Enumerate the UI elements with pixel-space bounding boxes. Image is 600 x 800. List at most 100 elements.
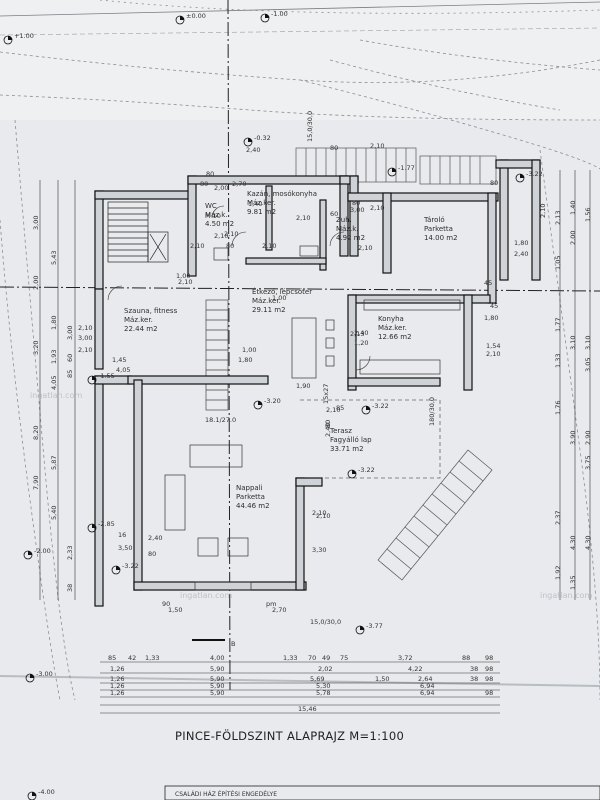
interior-dimension: 2,10 (326, 406, 340, 414)
right-dimension: 1,33 (554, 354, 562, 368)
left-dimension: 8,20 (32, 426, 40, 440)
level-marker-fill (265, 14, 269, 18)
stair-upper-label: 15,0/30,0 (306, 111, 314, 142)
interior-dimension: 2,40 (246, 146, 260, 154)
interior-dimension: 80 (324, 420, 332, 428)
room-name: Szauna, fitness (124, 307, 178, 315)
right-dimension: 2,37 (554, 511, 562, 525)
terrace-outline (300, 399, 441, 479)
room-floor: Máz.k. (205, 211, 228, 219)
stair-small-label: 18.1/27.0 (205, 416, 236, 424)
door-swings (107, 205, 371, 371)
bottom-dimension: 1,33 (145, 654, 159, 662)
room-floor: Parketta (424, 225, 453, 233)
right-dimension: 3,10 (569, 336, 577, 350)
bottom-dimension: 1,33 (283, 654, 297, 662)
interior-dimension: 2,10 (312, 509, 326, 517)
bottom-dimension: 1,26 (110, 665, 124, 673)
bottom-dimension: 5,69 (310, 675, 324, 683)
paper-upper-fold (0, 0, 600, 120)
level-markers (3, 13, 525, 800)
level-label: -3.22 (122, 562, 139, 570)
level-label: +1.00 (14, 32, 34, 40)
drawing-title: PINCE-FÖLDSZINT ALAPRAJZ M=1:100 (175, 727, 404, 743)
right-dimension: 1,92 (554, 566, 562, 580)
room-floor: Parketta (236, 493, 265, 501)
stair-diagonal (377, 449, 493, 581)
interior-dimension: 1,80 (514, 239, 528, 247)
bottom-dimension: 1,26 (110, 675, 124, 683)
contour-lines (0, 0, 600, 701)
interior-dimension: 3,50 (118, 544, 132, 552)
bottom-dimension: 38 (470, 665, 478, 673)
stair-lower-label: 15,0/30,0 (310, 618, 341, 626)
right-dimension: 1,35 (569, 576, 577, 590)
interior-dimension: 1,00 (272, 294, 286, 302)
room-name: Terasz (329, 427, 352, 435)
interior-dimension: 1,50 (168, 606, 182, 614)
watermark-bottom: ingatlan.com (180, 591, 232, 600)
footer-box (164, 785, 600, 800)
level-label: -3.00 (36, 670, 53, 678)
interior-dimension: 60 (330, 210, 338, 218)
interior-dimension: 2,10 (214, 232, 228, 240)
level-label: -2.00 (34, 547, 51, 555)
level-marker-fill (180, 16, 184, 20)
room-name: Konyha (378, 315, 404, 323)
room-floor: Máz.ker. (378, 324, 407, 332)
interior-dimension: M 10 (205, 212, 221, 220)
level-marker-fill (28, 551, 32, 555)
bottom-dimension: 98 (485, 654, 493, 662)
interior-dimension: 3,00 (350, 206, 364, 214)
interior-dimension: 2,40 (354, 329, 368, 337)
room-floor: Máz.ker. (124, 316, 153, 324)
interior-dimension: 1,54 (486, 342, 500, 350)
interior-dimension: 1,45 (112, 356, 126, 364)
level-marker-fill (8, 36, 12, 40)
interior-dimension: 2,10 (178, 278, 192, 286)
interior-dimension: 45 (490, 302, 498, 310)
bottom-dimension: 1,26 (110, 682, 124, 690)
room-floor: Máz.ker. (247, 199, 276, 207)
interior-dimension: 1,80 (238, 356, 252, 364)
right-dimension: 1,56 (584, 208, 592, 222)
side-dim-lines (39, 170, 591, 600)
bottom-dimension: 6,94 (420, 682, 434, 690)
level-marker-fill (116, 566, 120, 570)
right-dimension: 3,05 (584, 358, 592, 372)
interior-dimension: 80 (330, 144, 338, 152)
left-dimension: 60 (66, 354, 74, 362)
level-label: -0.32 (254, 134, 271, 142)
watermark-left: ingatlan.com (30, 391, 82, 400)
level-label: ±0.00 (186, 12, 206, 20)
bottom-dimension: 98 (485, 689, 493, 697)
paper-fold-line (0, 675, 600, 687)
room-area: 29.11 m2 (252, 306, 286, 314)
level-marker-fill (366, 406, 370, 410)
bottom-dimension: 38 (470, 675, 478, 683)
sauna-benches (107, 201, 169, 263)
level-marker-fill (392, 168, 396, 172)
left-dimension: 1,93 (50, 350, 58, 364)
bottom-dimension: 70 (308, 654, 316, 662)
furniture (164, 245, 461, 591)
room-name: Tároló (423, 216, 445, 224)
interior-dimension: 2,10 (78, 324, 92, 332)
room-area: 44.46 m2 (236, 502, 270, 510)
room-area: 4.50 m2 (205, 220, 234, 228)
right-dimension: 3,90 (569, 431, 577, 445)
bottom-dimension: 5,78 (316, 689, 330, 697)
interior-dimension: 2,10 (370, 204, 384, 212)
bottom-dimension: 49 (322, 654, 330, 662)
bottom-dimension: 5,90 (210, 682, 224, 690)
interior-dimension: 2,70 (232, 180, 246, 188)
bottom-dimension: 5,30 (316, 682, 330, 690)
right-dimension: 1,05 (554, 256, 562, 270)
boundary-line-2 (0, 27, 600, 36)
interior-dimension: 2,40 (324, 423, 332, 437)
interior-dimension: 80 (200, 180, 208, 188)
room-area: 4.92 m2 (336, 234, 365, 242)
left-dimension: 85 (66, 370, 74, 378)
interior-dimension: 4,05 (116, 366, 130, 374)
